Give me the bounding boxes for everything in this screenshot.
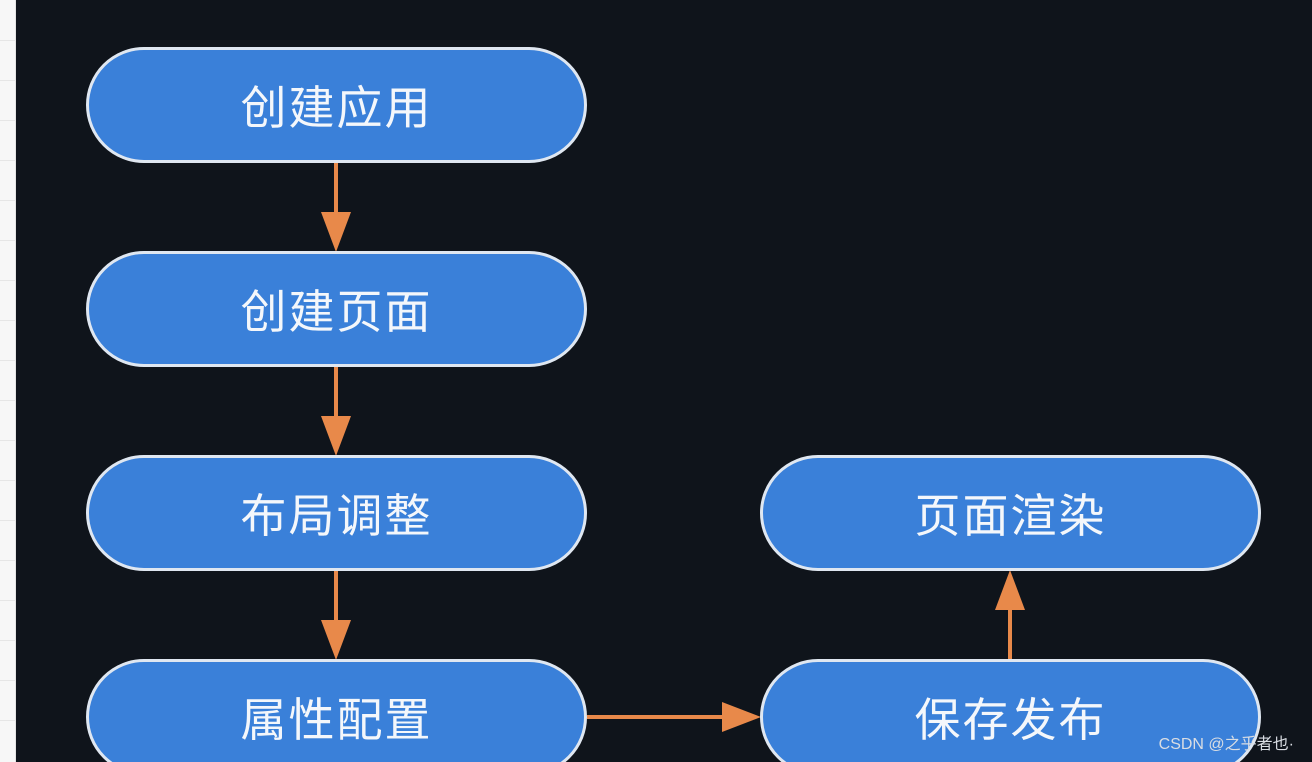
arrow-head bbox=[321, 212, 351, 252]
node-save-publish: 保存发布 bbox=[760, 659, 1261, 762]
arrow-head bbox=[995, 570, 1025, 610]
flowchart-canvas: 创建应用 创建页面 布局调整 属性配置 保存发布 页面渲染 CSDN @之乎者也… bbox=[16, 0, 1312, 762]
arrow-property-config-to-save-publish bbox=[587, 702, 761, 732]
arrow-save-publish-to-page-render bbox=[995, 570, 1025, 660]
gutter-line bbox=[0, 80, 16, 81]
node-page-render: 页面渲染 bbox=[760, 455, 1261, 571]
gutter-line bbox=[0, 720, 16, 721]
node-create-page: 创建页面 bbox=[86, 251, 587, 367]
gutter-line bbox=[0, 480, 16, 481]
arrow-head bbox=[321, 620, 351, 660]
arrow-create-page-to-layout-adjust bbox=[321, 366, 351, 456]
gutter-line bbox=[0, 360, 16, 361]
node-property-config: 属性配置 bbox=[86, 659, 587, 762]
gutter-line bbox=[0, 400, 16, 401]
gutter-line bbox=[0, 200, 16, 201]
arrow-layout-adjust-to-property-config bbox=[321, 570, 351, 660]
arrow-head bbox=[722, 702, 761, 732]
gutter-line bbox=[0, 520, 16, 521]
gutter-line bbox=[0, 600, 16, 601]
gutter-line bbox=[0, 160, 16, 161]
arrow-create-app-to-create-page bbox=[321, 162, 351, 252]
gutter-line bbox=[0, 560, 16, 561]
gutter-line bbox=[0, 640, 16, 641]
watermark-text: CSDN @之乎者也· bbox=[1158, 736, 1294, 753]
gutter-line bbox=[0, 40, 16, 41]
gutter-line bbox=[0, 280, 16, 281]
flowchart-connectors bbox=[321, 162, 1025, 732]
gutter-line bbox=[0, 680, 16, 681]
gutter-line bbox=[0, 240, 16, 241]
gutter-line bbox=[0, 120, 16, 121]
gutter-line bbox=[0, 440, 16, 441]
gutter-line bbox=[0, 320, 16, 321]
arrow-head bbox=[321, 416, 351, 456]
node-layout-adjust: 布局调整 bbox=[86, 455, 587, 571]
left-gutter bbox=[0, 0, 16, 762]
node-create-app: 创建应用 bbox=[86, 47, 587, 163]
